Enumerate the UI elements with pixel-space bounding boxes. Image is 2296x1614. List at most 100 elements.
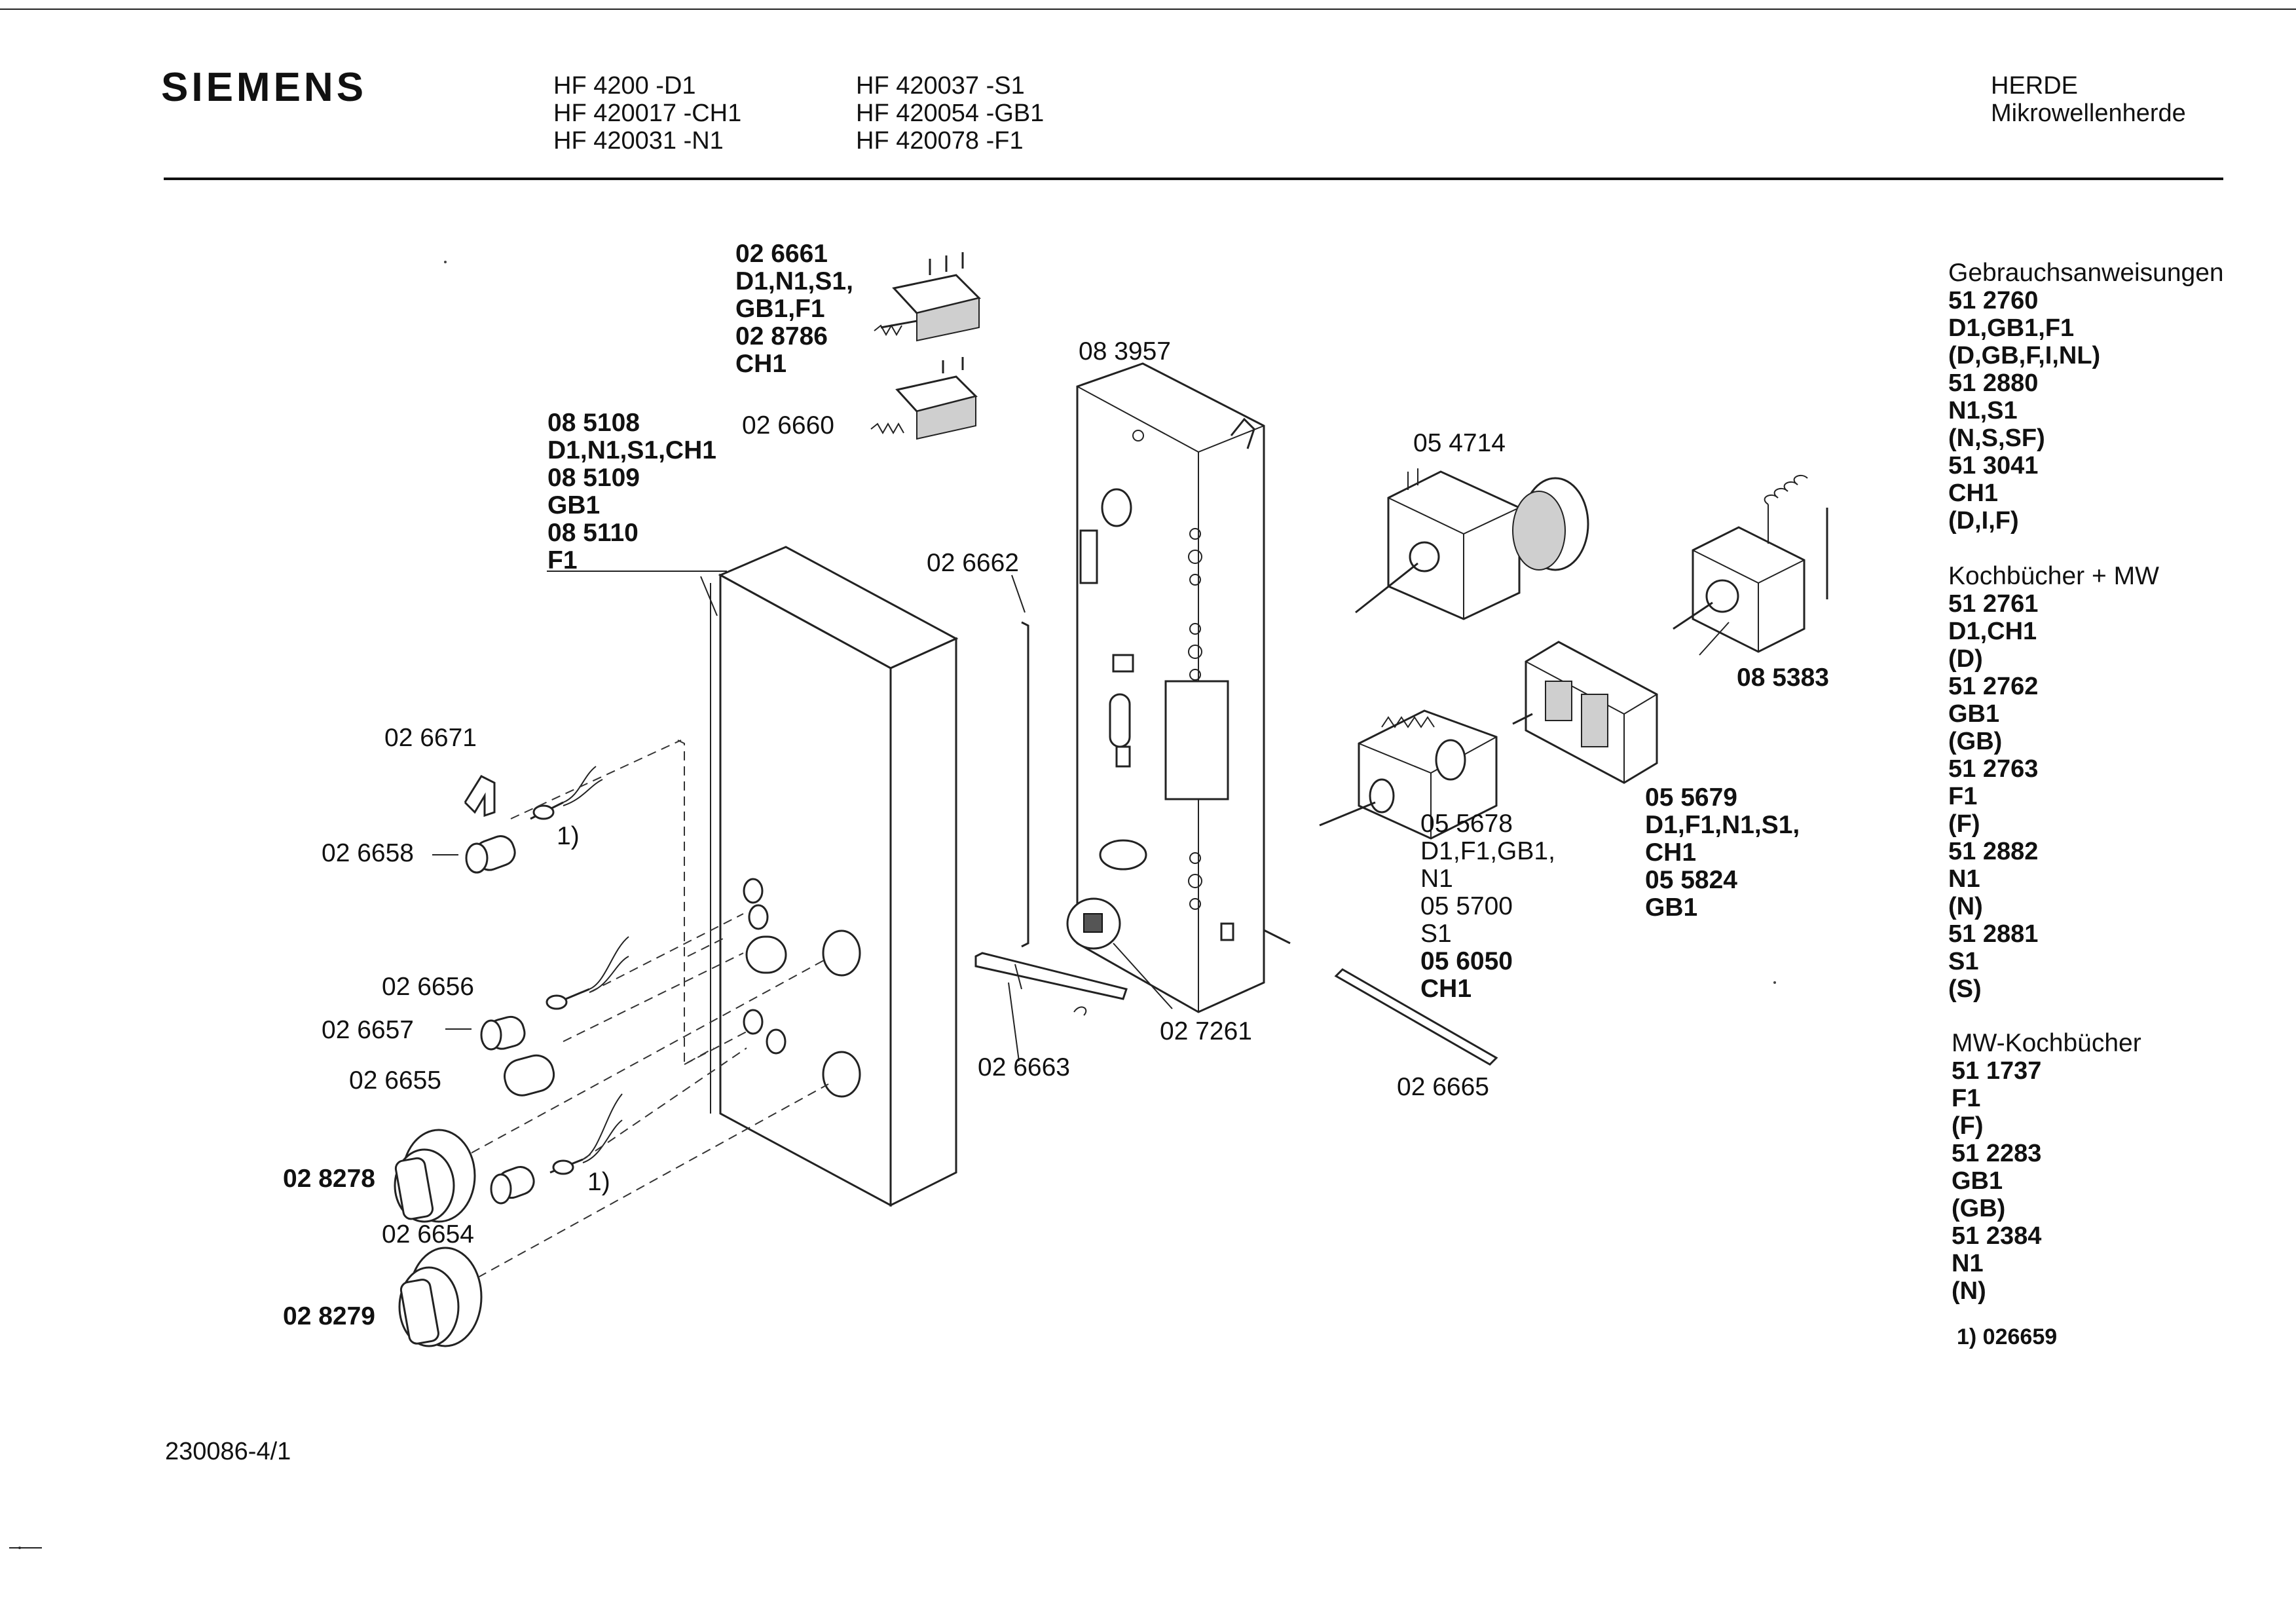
- list-item: 51 3041: [1948, 452, 2039, 479]
- model-line: HF 4200 -D1: [553, 72, 696, 100]
- part-number: 08 5108: [547, 409, 640, 437]
- list-item: 51 2761: [1948, 590, 2039, 618]
- part-number: 05 5824: [1645, 866, 1737, 894]
- mounting-frame-083957: [1076, 362, 1291, 1013]
- label-085383: 08 5383: [1737, 664, 1829, 692]
- footnote-ref-1: 1): [557, 822, 580, 850]
- label-026656: 02 6656: [382, 973, 474, 1001]
- variant: D1,F1,GB1,: [1420, 837, 1555, 865]
- model-line: HF 420017 -CH1: [553, 100, 742, 127]
- label-055679: 05 5679 D1,F1,N1,S1, CH1 05 5824 GB1: [1645, 784, 1800, 922]
- label-026665: 02 6665: [1397, 1073, 1489, 1101]
- lamp-026657: [480, 1015, 526, 1051]
- list-item: 51 2881: [1948, 920, 2039, 948]
- brand-logo: SIEMENS: [161, 65, 367, 110]
- knob-028278: [394, 1129, 476, 1223]
- section-title: Gebrauchsanweisungen: [1948, 259, 2224, 287]
- list-item: F1: [1952, 1085, 1981, 1112]
- part-number: 05 5679: [1645, 783, 1737, 812]
- variant: GB1,F1: [735, 295, 825, 323]
- list-item: (F): [1948, 810, 1980, 838]
- part-number: 08 5110: [547, 519, 639, 547]
- model-line: HF 420078 -F1: [856, 127, 1024, 155]
- category-subtitle: Mikrowellenherde: [1991, 100, 2186, 127]
- part-number: 05 5700: [1420, 892, 1513, 920]
- document-number: 230086-4/1: [165, 1438, 291, 1465]
- variant: D1,F1,N1,S1,: [1645, 811, 1800, 839]
- part-number: 05 5678: [1420, 810, 1513, 838]
- list-item: (F): [1952, 1112, 1984, 1140]
- label-026655: 02 6655: [349, 1066, 441, 1095]
- selector-055678: [1319, 709, 1498, 840]
- variant: CH1: [1645, 838, 1697, 867]
- label-028279: 02 8279: [283, 1302, 375, 1330]
- list-item: (D,GB,F,I,NL): [1948, 342, 2101, 369]
- part-number: 08 5109: [547, 464, 640, 492]
- variant: F1: [547, 546, 578, 574]
- lamp-026655: [504, 1054, 555, 1097]
- thermostat-085383: [1673, 474, 1828, 653]
- list-item: 51 2283: [1952, 1140, 2042, 1167]
- list-item: D1,CH1: [1948, 618, 2037, 645]
- list-item: (GB): [1952, 1195, 2006, 1222]
- lever-026663: [974, 952, 1128, 1016]
- category-title: HERDE: [1991, 72, 2079, 100]
- label-028278: 02 8278: [283, 1165, 375, 1193]
- variant: GB1: [1645, 893, 1698, 922]
- list-item: 51 2384: [1952, 1222, 2042, 1250]
- label-085108: 08 5108 D1,N1,S1,CH1 08 5109 GB1 08 5110…: [547, 409, 716, 574]
- list-item: D1,GB1,F1: [1948, 314, 2075, 342]
- label-026654: 02 6654: [382, 1220, 474, 1248]
- list-item: (GB): [1948, 728, 2003, 755]
- list-item: N1: [1948, 865, 1980, 893]
- variant: S1: [1420, 920, 1452, 948]
- knob-028279: [398, 1247, 483, 1347]
- sidebar-kochbuecher: Kochbücher + MW 51 2761 D1,CH1 (D) 51 27…: [1948, 563, 2159, 1004]
- lamp-026654: [490, 1166, 535, 1205]
- list-item: GB1: [1952, 1167, 2003, 1195]
- model-line: HF 420031 -N1: [553, 127, 724, 155]
- list-item: 51 2760: [1948, 287, 2039, 314]
- sidebar-gebrauchsanweisungen: Gebrauchsanweisungen 51 2760 D1,GB1,F1 (…: [1948, 259, 2224, 535]
- part-number: 02 6661: [735, 240, 828, 268]
- list-item: 51 2763: [1948, 755, 2039, 783]
- list-item: CH1: [1948, 479, 1999, 507]
- gasket-026662: [1021, 621, 1029, 948]
- variant: D1,N1,S1,CH1: [547, 436, 716, 464]
- lamp-bulb-2: [546, 936, 629, 1010]
- label-026658: 02 6658: [322, 839, 414, 867]
- label-027261: 02 7261: [1160, 1017, 1252, 1045]
- label-054714: 05 4714: [1413, 429, 1506, 457]
- switch-027261: [1066, 897, 1173, 1009]
- leader-lines: [432, 622, 1730, 1062]
- label-026663: 02 6663: [978, 1053, 1070, 1081]
- list-item: S1: [1948, 948, 1979, 975]
- control-panel-085108: [547, 546, 959, 1207]
- model-line: HF 420054 -GB1: [856, 100, 1045, 127]
- list-item: 51 2882: [1948, 838, 2039, 865]
- model-line: HF 420037 -S1: [856, 72, 1025, 100]
- label-055678: 05 5678 D1,F1,GB1, N1 05 5700 S1 05 6050…: [1420, 810, 1555, 1003]
- rod-026665: [1334, 968, 1498, 1066]
- list-item: (N): [1952, 1277, 1986, 1305]
- lamp-bulb-3: [549, 1093, 623, 1175]
- list-item: (D): [1948, 645, 1983, 673]
- list-item: (N,S,SF): [1948, 424, 2045, 452]
- sidebar-footnote: 1) 026659: [1957, 1324, 2058, 1349]
- list-item: GB1: [1948, 700, 2000, 728]
- list-item: N1: [1952, 1250, 1984, 1277]
- footnote-ref-2: 1): [587, 1168, 610, 1196]
- label-026657: 02 6657: [322, 1016, 414, 1044]
- list-item: (D,I,F): [1948, 507, 2019, 535]
- part-number: 05 6050: [1420, 947, 1513, 975]
- sidebar-mw-kochbuecher: MW-Kochbücher 51 1737 F1 (F) 51 2283 GB1…: [1952, 1030, 2141, 1305]
- list-item: 51 1737: [1952, 1057, 2042, 1085]
- timer-054714: [1355, 468, 1589, 620]
- list-item: (S): [1948, 975, 1982, 1003]
- list-item: F1: [1948, 783, 1978, 810]
- list-item: 51 2762: [1948, 673, 2039, 700]
- selector-055679: [1512, 641, 1658, 784]
- variant: N1: [1420, 865, 1453, 893]
